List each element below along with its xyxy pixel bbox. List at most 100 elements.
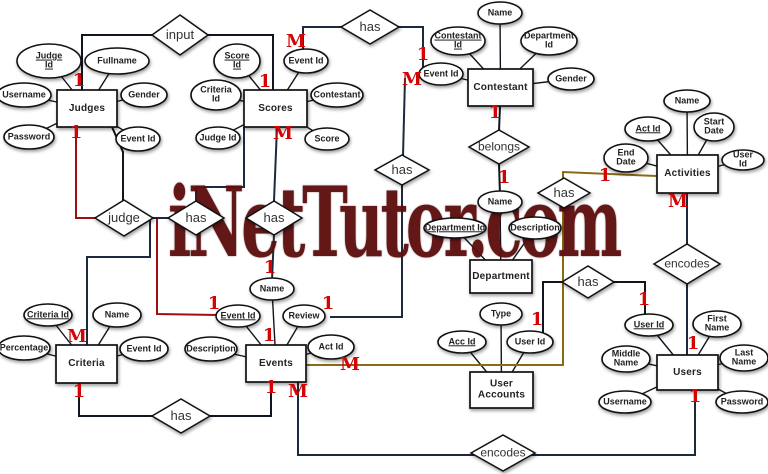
attribute-ellipse-activities-name: [663, 89, 711, 113]
attribute-ellipse-activities-end-date: [603, 143, 649, 173]
relationship-diamond-input: [150, 14, 210, 56]
entity-box-judges: [56, 89, 118, 128]
attribute-ellipse-criteria-event-id: [119, 336, 169, 362]
cardinality-label-15: 1: [207, 293, 221, 314]
relationship-diamond-has-top: [339, 9, 401, 45]
attribute-label-judges-username: Username: [2, 89, 46, 100]
attribute-ellipse-department-name: [477, 190, 523, 214]
attribute-label-judges-event-id: Event Id: [120, 133, 156, 144]
attribute-ellipse-activities-user-id: [721, 149, 765, 171]
cardinality-label-23: 1: [688, 386, 702, 407]
attribute-ellipse-judges-gender: [120, 82, 168, 108]
attribute-ellipse-criteria-percentage: [0, 335, 51, 361]
cardinality-label-20: 1: [72, 381, 86, 402]
relationship-label-input: input: [165, 27, 195, 43]
relationship-label-encodes-bottom: encodes: [480, 445, 526, 460]
attribute-ellipse-events-name: [249, 277, 295, 301]
attribute-label-criteria-percentage: Percentage: [0, 342, 49, 353]
entity-box-events: [245, 344, 307, 383]
entity-box-user-accounts: [469, 371, 534, 409]
relationship-edge-21: [273, 126, 278, 202]
cardinality-label-17: 1: [263, 257, 277, 278]
attribute-label-users-user-id: User Id: [633, 319, 665, 330]
relationship-edge-19: [195, 127, 245, 202]
attribute-ellipse-users-user-id: [624, 313, 674, 337]
relationship-diamond-has-criteria: [166, 200, 226, 236]
relationship-edge-22: [271, 233, 275, 281]
attribute-ellipse-judges-fullname: [84, 47, 150, 75]
attribute-label-events-name: Name: [259, 283, 285, 294]
relationship-edge-3: [398, 26, 424, 70]
attribute-ellipse-department-department-id: [423, 217, 487, 239]
cardinality-label-22: M: [288, 381, 308, 402]
attribute-label-activities-act-id: Act Id: [635, 123, 661, 134]
attribute-label-contestant-event-id: Event Id: [423, 68, 459, 79]
entity-box-activities: [656, 154, 719, 194]
cardinality-label-19: M: [67, 326, 87, 347]
relationship-diamond-has-scores: [244, 200, 304, 236]
relationship-diamond-belongs: [467, 129, 531, 165]
entity-label-judges: Judges: [68, 102, 106, 114]
relationship-label-encodes-right: encodes: [664, 256, 710, 271]
attribute-label-activities-user-id: User Id: [732, 149, 753, 169]
entity-label-users: Users: [673, 366, 702, 378]
entity-label-events: Events: [259, 357, 293, 369]
attribute-label-contestant-department-id: Department Id: [523, 30, 575, 50]
relationship-edge-16: [75, 127, 96, 219]
attribute-ellipse-users-last-name: [719, 344, 768, 372]
relationship-edge-20: [86, 217, 169, 345]
attribute-ellipse-scores-event-id: [283, 48, 329, 74]
cardinality-label-16: M: [273, 123, 293, 144]
attribute-ellipse-criteria-name: [92, 302, 142, 328]
relationship-diamond-has-bottom: [150, 398, 212, 434]
relationship-diamond-has-accounts: [560, 265, 616, 299]
attribute-label-contestant-name: Name: [487, 7, 513, 18]
cardinality-label-3: 1: [416, 44, 430, 65]
cardinality-label-13: 1: [530, 309, 544, 330]
cardinality-label-4: M: [402, 69, 422, 90]
cardinality-label-10: M: [668, 191, 688, 212]
attribute-ellipse-users-first-name: [692, 310, 742, 338]
attribute-label-department-department-id: Department Id: [424, 222, 486, 233]
attribute-ellipse-judges-event-id: [115, 126, 161, 152]
entity-label-activities: Activities: [664, 167, 711, 179]
attribute-label-users-username: Username: [603, 396, 647, 407]
attribute-ellipse-scores-criteria-id: [190, 79, 242, 111]
attribute-ellipse-scores-contestant: [310, 82, 364, 108]
attribute-ellipse-events-event-id: [215, 304, 261, 328]
relationship-edge-18: [111, 126, 124, 201]
relationship-label-has-criteria: has: [185, 210, 207, 226]
attribute-ellipse-user-accounts-acc-id: [437, 330, 487, 354]
attribute-ellipse-contestant-name: [477, 1, 523, 25]
cardinality-label-7: 1: [497, 167, 511, 188]
attribute-label-criteria-event-id: Event Id: [126, 343, 162, 354]
cardinality-label-14: 1: [69, 122, 83, 143]
attribute-label-scores-contestant: Contestant: [313, 89, 361, 100]
relationship-diamond-encodes-bottom: [469, 434, 537, 472]
relationship-diamond-judge: [93, 199, 155, 237]
entity-box-department: [469, 259, 533, 294]
attribute-ellipse-scores-score: [304, 127, 350, 151]
relationship-label-has-scores: has: [263, 210, 285, 226]
entity-box-contestant: [467, 68, 534, 107]
attribute-ellipse-activities-act-id: [624, 116, 672, 142]
attribute-ellipse-users-username: [598, 390, 652, 414]
attribute-ellipse-contestant-event-id: [418, 62, 464, 86]
relationship-edge-5: [330, 184, 403, 318]
relationship-label-has-contestant: has: [391, 162, 413, 178]
attribute-label-activities-start-date: Start Date: [703, 116, 725, 136]
attribute-label-events-review: Review: [288, 310, 320, 321]
relationship-label-belongs: belongs: [477, 139, 521, 154]
attribute-label-scores-criteria-id: Criteria Id: [200, 84, 232, 104]
cardinality-label-6: 1: [488, 102, 502, 123]
entity-label-scores: Scores: [258, 102, 293, 114]
attribute-label-judges-password: Password: [7, 131, 51, 142]
attribute-ellipse-events-review: [282, 304, 326, 328]
attribute-label-user-accounts-acc-id: Acc Id: [448, 336, 476, 347]
relationship-edge-4: [402, 77, 406, 157]
attribute-label-department-name: Name: [487, 196, 513, 207]
relationship-edge-1: [208, 34, 274, 90]
attribute-label-users-first-name: First Name: [704, 313, 730, 333]
entity-label-contestant: Contestant: [473, 81, 528, 93]
